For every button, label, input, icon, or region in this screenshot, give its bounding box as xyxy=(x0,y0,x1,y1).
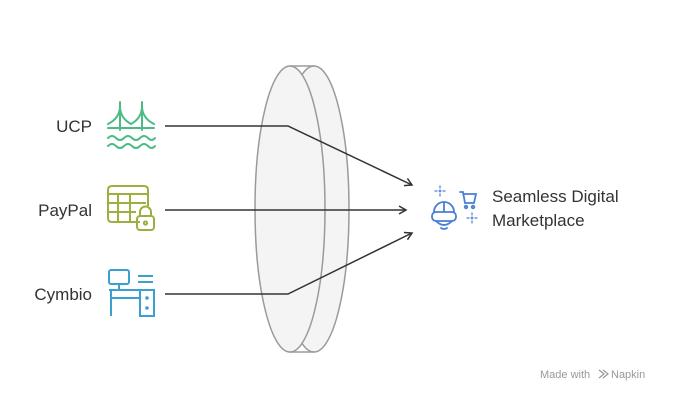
connector-cymbio xyxy=(165,231,414,295)
input-label-cymbio: Cymbio xyxy=(34,285,92,304)
napkin-logo-icon xyxy=(598,369,609,379)
watermark-brand: Napkin xyxy=(611,369,645,381)
connectors xyxy=(165,125,414,295)
input-label-ucp: UCP xyxy=(56,117,92,136)
lens xyxy=(254,65,350,353)
vr-shopping-cart-icon xyxy=(431,185,478,230)
bridge-icon xyxy=(107,101,156,149)
spreadsheet-lock-icon xyxy=(107,185,155,231)
input-label-paypal: PayPal xyxy=(38,201,92,220)
watermark-prefix: Made with xyxy=(540,369,590,381)
output-label-line1: Seamless Digital xyxy=(492,187,619,206)
napkin-watermark[interactable]: Made with Napkin xyxy=(540,369,645,381)
connector-ucp xyxy=(165,125,414,187)
desk-computer-icon xyxy=(108,269,155,317)
output-label-line2: Marketplace xyxy=(492,211,585,230)
